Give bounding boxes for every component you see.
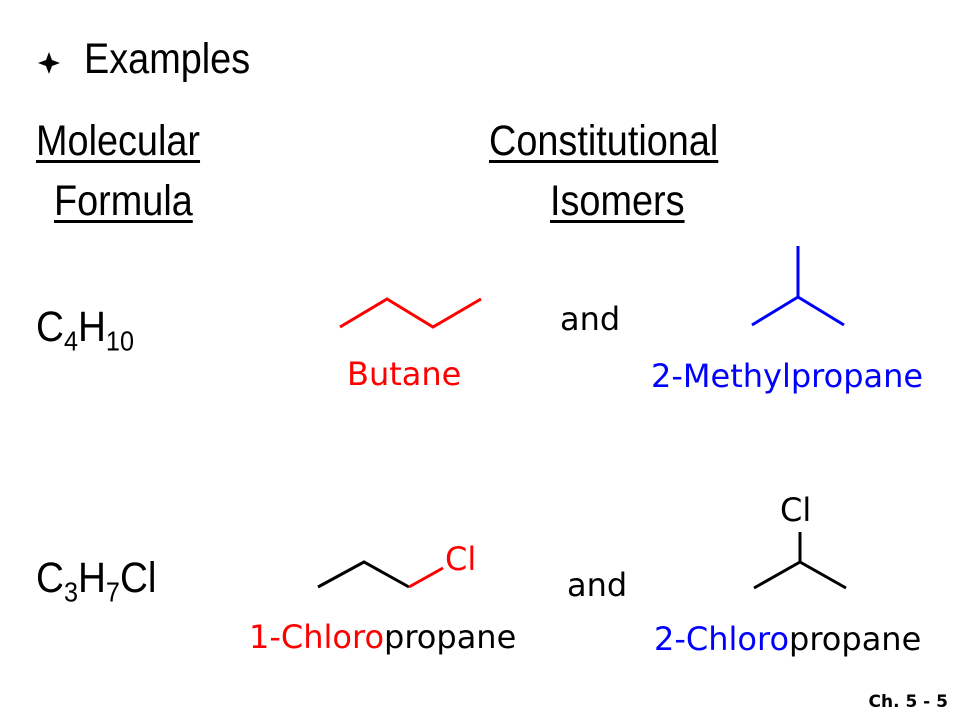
chloropropane-2-label: 2-Chloropropane <box>654 620 922 658</box>
slide-number: Ch. 5 - 5 <box>868 692 948 712</box>
diamond-bullet-icon <box>38 52 60 74</box>
chlorine-atom-2: Cl <box>780 491 812 529</box>
chloropropane-1-label: 1-Chloropropane <box>249 618 517 656</box>
connector-and: and <box>560 300 621 338</box>
butane-label: Butane <box>347 355 462 393</box>
isomers-header: Isomers <box>550 177 685 225</box>
methylpropane-label: 2-Methylpropane <box>651 357 924 395</box>
connector-and: and <box>567 566 628 604</box>
butane-structure <box>339 297 482 329</box>
formula-c3h7cl: C3H7Cl <box>36 554 157 608</box>
chlorine-atom-1: Cl <box>445 540 477 578</box>
molecular-header: Molecular <box>36 117 201 165</box>
chloropropane-2-structure <box>753 532 847 590</box>
examples-heading: Examples <box>84 35 251 83</box>
constitutional-header: Constitutional <box>489 117 719 165</box>
formula-header: Formula <box>54 177 193 225</box>
chloropropane-1-structure <box>317 560 444 589</box>
formula-c4h10: C4H10 <box>36 303 134 357</box>
methylpropane-structure <box>751 246 845 327</box>
